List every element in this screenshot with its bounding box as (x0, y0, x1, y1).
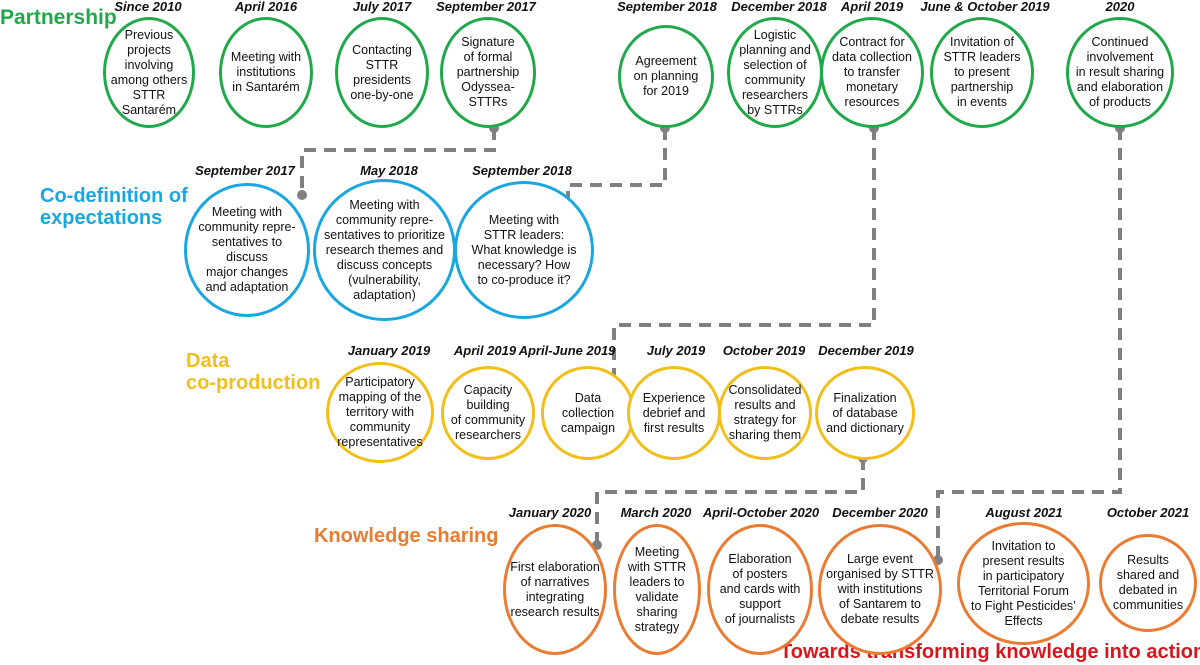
event-node-meeting-institutions: Meeting with institutions in Santarém (219, 17, 313, 128)
date-label: June & October 2019 (920, 0, 1050, 14)
event-text: Agreement on planning for 2019 (633, 54, 699, 98)
date-label: October 2021 (1106, 505, 1190, 520)
date-label: September 2018 (617, 0, 717, 14)
event-node-meeting-validate-strategy: Meeting with STTR leaders to validate sh… (613, 524, 701, 655)
date-label: April-June 2019 (518, 343, 616, 358)
date-label: 2020 (1105, 0, 1135, 14)
event-node-elaboration-posters: Elaboration of posters and cards with su… (707, 524, 813, 655)
date-label: April-October 2020 (702, 505, 820, 520)
event-text: Meeting with STTR leaders to validate sh… (627, 544, 687, 634)
phase-label-partnership: Partnership (0, 6, 117, 29)
date-label: April 2016 (234, 0, 298, 14)
event-node-meeting-prioritize-themes: Meeting with community repre- sentatives… (313, 179, 456, 321)
event-text: Meeting with STTR leaders: What knowledg… (471, 212, 577, 287)
event-text: Meeting with community repre- sentatives… (324, 197, 445, 302)
event-node-experience-debrief: Experience debrief and first results (627, 366, 721, 460)
date-label: July 2019 (646, 343, 706, 358)
event-node-meeting-sttr-leaders: Meeting with STTR leaders: What knowledg… (454, 181, 594, 319)
event-text: Meeting with institutions in Santarém (230, 50, 302, 94)
connector-partnership-to-knowledgesharing (936, 128, 1122, 560)
event-node-finalization-database: Finalization of database and dictionary (815, 366, 915, 460)
date-label: April 2019 (840, 0, 904, 14)
event-text: Large event organised by STTR with insti… (826, 552, 934, 626)
connector-dot (297, 190, 307, 200)
phase-label-data-coproduction: Data co-production (186, 350, 321, 395)
event-text: Meeting with community repre- sentatives… (198, 205, 296, 294)
date-label: August 2021 (985, 505, 1063, 520)
event-text: Experience debrief and first results (642, 390, 706, 435)
event-node-continued-involvement: Continued involvement in result sharing … (1066, 17, 1174, 128)
event-text: Consolidated results and strategy for sh… (728, 383, 802, 442)
event-node-signature-partnership: Signature of formal partnership Odyssea-… (440, 17, 536, 128)
event-text: Capacity building of community researche… (450, 383, 526, 442)
date-label: Since 2010 (114, 0, 182, 14)
event-node-meeting-community-adaptation: Meeting with community repre- sentatives… (184, 183, 310, 317)
event-text: Signature of formal partnership Odyssea-… (456, 35, 520, 109)
event-node-logistic-planning: Logistic planning and selection of commu… (727, 17, 823, 128)
date-label: October 2019 (722, 343, 806, 358)
event-text: Data collection campaign (560, 390, 616, 435)
event-node-data-collection-campaign: Data collection campaign (541, 366, 635, 460)
event-node-agreement-planning: Agreement on planning for 2019 (618, 25, 714, 128)
date-label: December 2020 (832, 505, 928, 520)
event-text: Invitation of STTR leaders to present pa… (943, 35, 1021, 109)
date-label: September 2017 (436, 0, 536, 14)
event-node-large-event: Large event organised by STTR with insti… (818, 524, 942, 655)
connector-datacoproduction-to-knowledgesharing (595, 458, 865, 545)
date-label: January 2020 (508, 505, 592, 520)
phase-label-towards-action: Towards transforming knowledge into acti… (780, 641, 1200, 663)
event-node-first-elaboration-narratives: First elaboration of narratives integrat… (503, 524, 607, 655)
event-node-invitation-sttr-leaders: Invitation of STTR leaders to present pa… (930, 17, 1034, 128)
event-text: Finalization of database and dictionary (826, 390, 904, 435)
event-text: Invitation to present results in partici… (971, 538, 1076, 628)
date-label: March 2020 (620, 505, 692, 520)
date-label: September 2018 (472, 163, 572, 178)
date-label: December 2019 (818, 343, 914, 358)
connector-partnership-to-codefinition (300, 128, 496, 195)
event-node-consolidated-results: Consolidated results and strategy for sh… (718, 366, 812, 460)
event-text: Participatory mapping of the territory w… (337, 375, 423, 449)
event-node-previous-projects: Previous projects involving among others… (103, 17, 195, 128)
event-node-results-shared-communities: Results shared and debated in communitie… (1099, 534, 1197, 632)
date-label: April 2019 (453, 343, 517, 358)
event-node-contacting-sttr: Contacting STTR presidents one-by-one (335, 17, 429, 128)
event-text: Previous projects involving among others… (110, 27, 188, 117)
phase-label-codefinition: Co-definition of expectations (40, 185, 188, 230)
connector-codefinition-to-partnership (566, 128, 667, 203)
date-label: January 2019 (347, 343, 431, 358)
event-text: Results shared and debated in communitie… (1112, 553, 1184, 612)
event-text: Contract for data collection to transfer… (832, 35, 912, 109)
date-label: July 2017 (352, 0, 412, 14)
event-text: Contacting STTR presidents one-by-one (350, 42, 414, 102)
connector-partnership-to-datacoproduction (612, 128, 876, 382)
event-text: Elaboration of posters and cards with su… (719, 552, 801, 626)
event-node-contract-data-collection: Contract for data collection to transfer… (820, 17, 924, 128)
event-text: First elaboration of narratives integrat… (510, 559, 600, 619)
event-node-participatory-mapping: Participatory mapping of the territory w… (326, 362, 434, 463)
event-node-invitation-territorial-forum: Invitation to present results in partici… (957, 522, 1090, 645)
date-label: September 2017 (195, 163, 295, 178)
date-label: December 2018 (731, 0, 827, 14)
date-label: May 2018 (360, 163, 418, 178)
event-text: Continued involvement in result sharing … (1075, 35, 1165, 109)
event-text: Logistic planning and selection of commu… (739, 27, 811, 117)
phase-label-knowledge-sharing: Knowledge sharing (314, 525, 499, 547)
event-node-capacity-building: Capacity building of community researche… (441, 366, 535, 460)
